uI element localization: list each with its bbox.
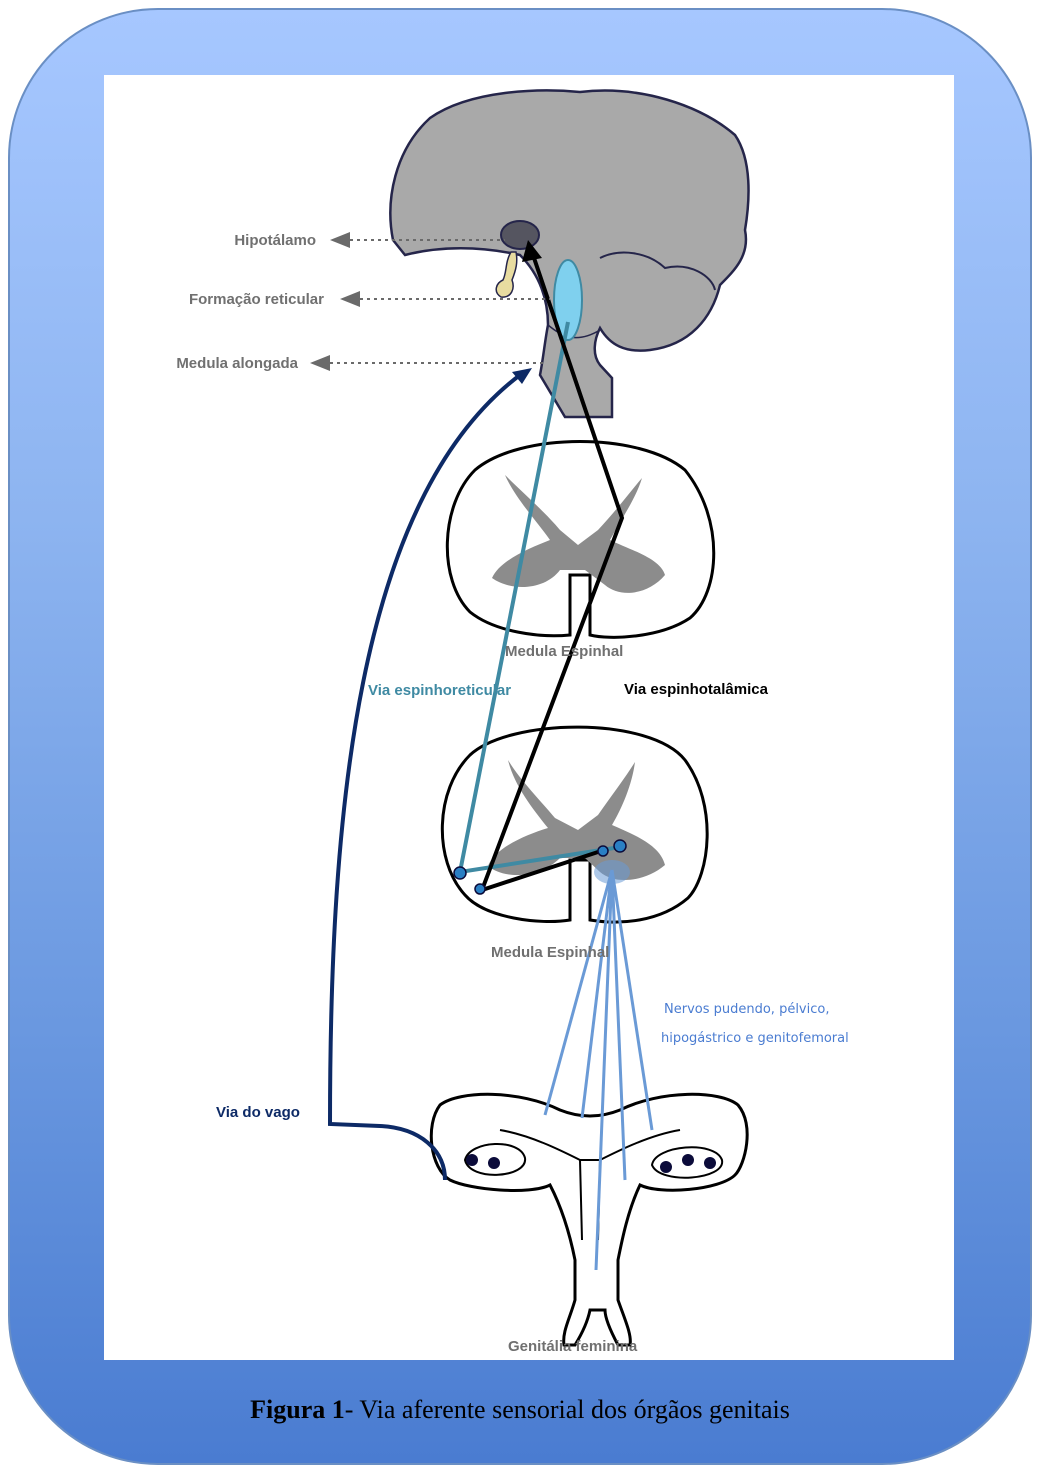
pituitary-gland [496,252,517,297]
label-medula-espinhal-bottom: Medula Espinhal [491,944,609,961]
figure-caption: Figura 1- Via aferente sensorial dos órg… [0,1395,1040,1425]
spinal-cord-top [447,442,713,638]
dorsal-horn-highlight [594,860,630,884]
pathway-node [598,846,608,856]
ovary-dot [660,1161,672,1173]
label-via-do-vago: Via do vago [216,1104,300,1121]
vagus-arrowhead [512,368,532,384]
label-hipotalamo: Hipotálamo [234,232,316,249]
label-via-espinhoreticular: Via espinhoreticular [368,682,511,699]
arrow-left-icon [310,355,330,371]
ovary-dot [704,1157,716,1169]
uterus-shape [431,1094,747,1345]
label-nervos-line1: Nervos pudendo, pélvico, [664,1002,829,1017]
label-nervos-line2: hipogástrico e genitofemoral [661,1031,849,1046]
label-medula-espinhal-top: Medula Espinhal [505,643,623,660]
ovary-dot [682,1154,694,1166]
pathway-node [454,867,466,879]
hypothalamus-node [501,221,539,249]
pathway-node [475,884,485,894]
pathway-node [614,840,626,852]
label-formacao-reticular: Formação reticular [189,291,324,308]
caption-label: Figura 1 [250,1395,345,1424]
arrow-left-icon [340,291,360,307]
label-medula-alongada: Medula alongada [176,355,298,372]
label-via-espinhotalamica: Via espinhotalâmica [624,681,769,698]
ovary-dot [488,1157,500,1169]
arrow-left-icon [330,232,350,248]
label-genitalia-feminina: Genitália feminina [508,1338,638,1355]
ovary-dot [466,1154,478,1166]
caption-text: - Via aferente sensorial dos órgãos geni… [345,1395,790,1424]
